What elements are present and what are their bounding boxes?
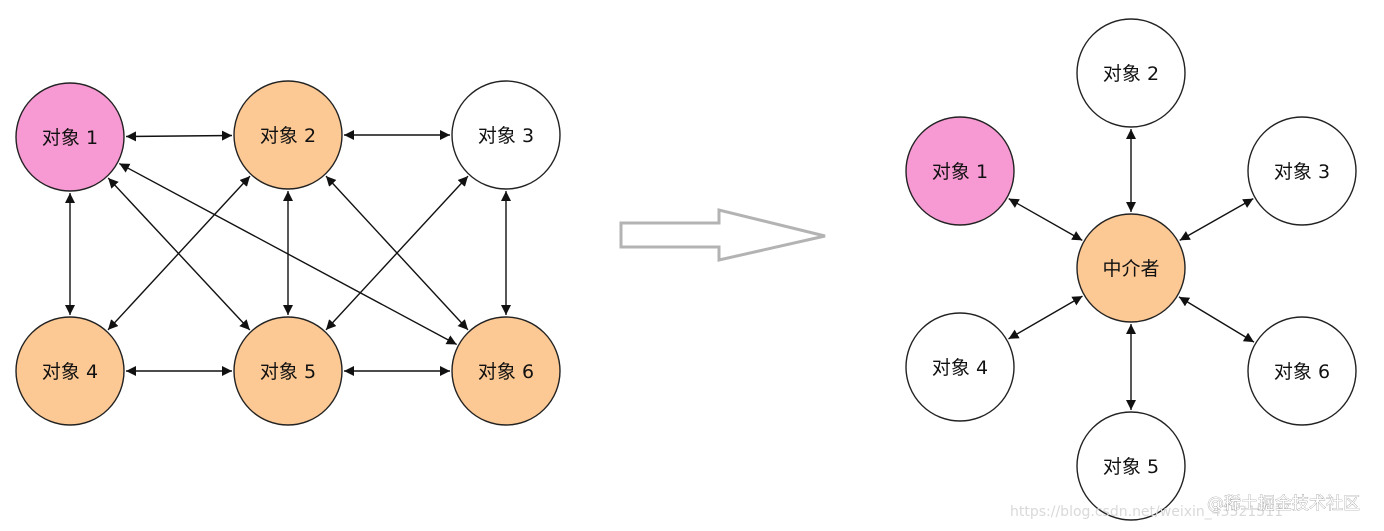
node-label: 对象 4 xyxy=(42,361,98,383)
node-label: 对象 5 xyxy=(260,361,316,383)
edge-M-R4 xyxy=(1008,295,1083,340)
node-circle xyxy=(905,312,1015,422)
left-node-l2: 对象 2 xyxy=(233,80,343,190)
right-node-r4: 对象 4 xyxy=(905,312,1015,422)
transform-arrow xyxy=(619,208,826,262)
node-label: 对象 1 xyxy=(42,127,98,149)
node-label: 对象 1 xyxy=(932,161,988,183)
left-diagram: 对象 1 对象 2 对象 3 对象 4 对象 5 对象 6 xyxy=(15,80,561,426)
right-diagram: 中介者 对象 1 对象 2 对象 3 对象 4 对象 5 对象 6 xyxy=(905,18,1357,521)
hollow-right-arrow-icon xyxy=(619,208,826,262)
right-nodes: 中介者 对象 1 对象 2 对象 3 对象 4 对象 5 对象 6 xyxy=(905,18,1357,521)
right-node-r6: 对象 6 xyxy=(1247,316,1357,426)
node-circle xyxy=(451,80,561,190)
left-node-l6: 对象 6 xyxy=(451,316,561,426)
edge-L3-L5 xyxy=(325,175,469,331)
node-circle xyxy=(1076,18,1186,128)
left-node-l4: 对象 4 xyxy=(15,316,125,426)
left-node-l3: 对象 3 xyxy=(451,80,561,190)
node-label: 对象 2 xyxy=(1103,63,1159,85)
edge-L2-L4 xyxy=(107,175,251,331)
node-circle xyxy=(15,82,125,192)
node-circle xyxy=(905,116,1015,226)
right-node-r3: 对象 3 xyxy=(1247,116,1357,226)
watermark-url: https://blog.csdn.net/weixin_43521511 xyxy=(1010,504,1283,520)
node-label: 中介者 xyxy=(1102,258,1159,280)
right-node-r1: 对象 1 xyxy=(905,116,1015,226)
edge-M-R6 xyxy=(1178,296,1255,343)
left-nodes: 对象 1 对象 2 对象 3 对象 4 对象 5 对象 6 xyxy=(15,80,561,426)
node-label: 对象 3 xyxy=(478,125,534,147)
edge-M-R3 xyxy=(1179,197,1254,242)
watermark-text: @稀土掘金技术社区 xyxy=(1207,494,1360,514)
edge-L1-L2 xyxy=(125,130,233,142)
right-node-r5: 对象 5 xyxy=(1076,411,1186,521)
node-label: 对象 6 xyxy=(1274,361,1330,383)
node-label: 对象 2 xyxy=(260,125,316,147)
right-edges xyxy=(1008,129,1255,410)
node-circle xyxy=(1076,411,1186,521)
left-edges xyxy=(65,130,511,376)
left-node-l1: 对象 1 xyxy=(15,82,125,192)
right-node-m: 中介者 xyxy=(1076,213,1186,323)
node-circle xyxy=(1247,116,1357,226)
node-circle xyxy=(233,316,343,426)
right-node-r2: 对象 2 xyxy=(1076,18,1186,128)
edge-M-R1 xyxy=(1008,197,1083,242)
node-circle xyxy=(233,80,343,190)
node-label: 对象 3 xyxy=(1274,161,1330,183)
node-label: 对象 5 xyxy=(1103,456,1159,478)
node-label: 对象 6 xyxy=(478,361,534,383)
watermark: https://blog.csdn.net/weixin_43521511 @稀… xyxy=(1010,494,1360,520)
node-circle xyxy=(451,316,561,426)
node-circle xyxy=(1076,213,1186,323)
left-node-l5: 对象 5 xyxy=(233,316,343,426)
node-label: 对象 4 xyxy=(932,357,988,379)
node-circle xyxy=(15,316,125,426)
node-circle xyxy=(1247,316,1357,426)
